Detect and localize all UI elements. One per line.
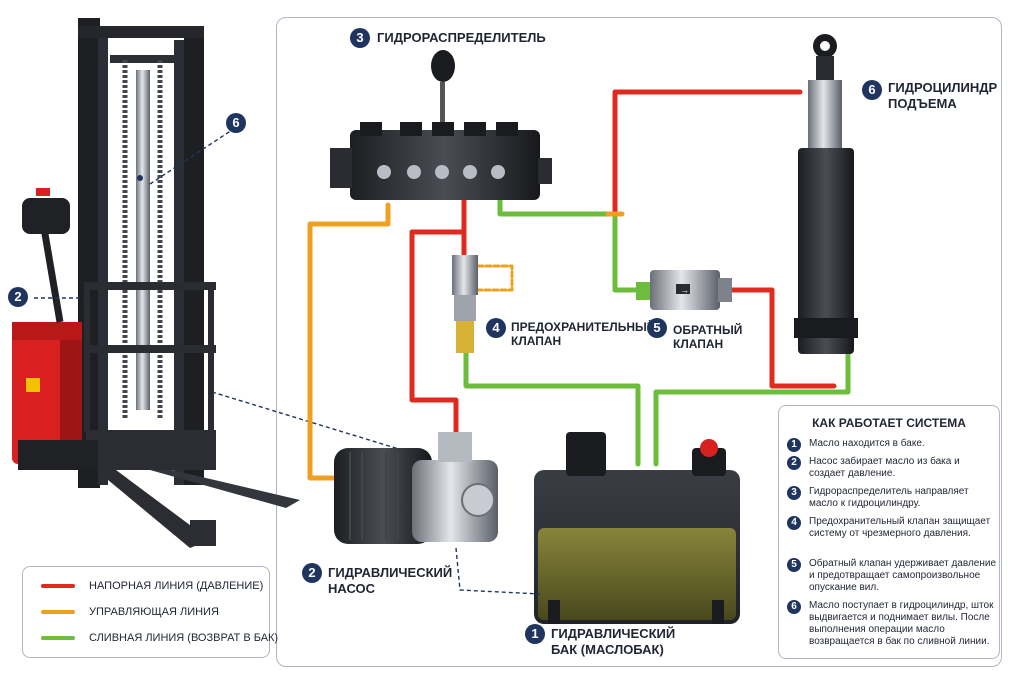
legend: НАПОРНАЯ ЛИНИЯ (ДАВЛЕНИЕ) УПРАВЛЯЮЩАЯ ЛИ… bbox=[22, 566, 278, 658]
callout-number-5: 5 bbox=[647, 318, 667, 338]
drain-line-relief bbox=[463, 349, 641, 467]
svg-text:→: → bbox=[680, 285, 689, 295]
how-it-works-title: КАК РАБОТАЕТ СИСТЕМА bbox=[812, 416, 966, 430]
callout-label-control-valve: ГИДРОРАСПРЕДЕЛИТЕЛЬ bbox=[377, 30, 546, 45]
drain-line-cylinder bbox=[653, 349, 851, 467]
lift-cylinder-illustration bbox=[794, 34, 858, 354]
pressure-line-pump bbox=[409, 192, 467, 441]
callout-label-relief-valve: ПРЕДОХРАНИТЕЛЬНЫЙ КЛАПАН bbox=[511, 320, 656, 348]
control-pilot-line bbox=[476, 264, 514, 292]
forklift-marker-2: 2 bbox=[8, 287, 28, 307]
callout-label-pump: ГИДРАВЛИЧЕСКИЙ НАСОС bbox=[328, 565, 453, 596]
legend-label-pressure: НАПОРНАЯ ЛИНИЯ (ДАВЛЕНИЕ) bbox=[89, 580, 264, 592]
pressure-line-cylinder bbox=[725, 287, 837, 389]
step-number: 3 bbox=[787, 486, 801, 500]
legend-item-drain: СЛИВНАЯ ЛИНИЯ (ВОЗВРАТ В БАК) bbox=[41, 631, 278, 645]
step-number: 5 bbox=[787, 558, 801, 572]
callout-number-6: 6 bbox=[862, 80, 882, 100]
callout-number-2: 2 bbox=[302, 563, 322, 583]
hydraulic-lines bbox=[307, 89, 851, 481]
step-text: Предохранительный клапан защищает систем… bbox=[809, 516, 991, 539]
legend-label-drain: СЛИВНАЯ ЛИНИЯ (ВОЗВРАТ В БАК) bbox=[89, 632, 279, 644]
step-text: Гидрораспределитель направляет масло к г… bbox=[809, 486, 969, 509]
callout-number-3: 3 bbox=[350, 28, 370, 48]
legend-swatch-pressure bbox=[41, 584, 75, 588]
legend-swatch-drain bbox=[41, 636, 75, 640]
legend-item-pressure: НАПОРНАЯ ЛИНИЯ (ДАВЛЕНИЕ) bbox=[41, 579, 263, 593]
callout-label-check-valve: ОБРАТНЫЙ КЛАПАН bbox=[673, 323, 743, 351]
step-number: 1 bbox=[787, 438, 801, 452]
forklift-marker-6: 6 bbox=[226, 113, 246, 133]
step-number: 6 bbox=[787, 600, 801, 614]
step-text: Обратный клапан удерживает давление и пр… bbox=[809, 558, 997, 593]
tank-illustration bbox=[534, 432, 740, 624]
step-number: 4 bbox=[787, 516, 801, 530]
relief-valve-illustration bbox=[452, 255, 478, 353]
pressure-line-top bbox=[612, 89, 803, 218]
legend-label-control: УПРАВЛЯЮЩАЯ ЛИНИЯ bbox=[89, 606, 219, 618]
check-valve-illustration: → bbox=[636, 270, 732, 310]
forklift-illustration bbox=[12, 18, 403, 548]
control-line bbox=[307, 202, 391, 481]
step-text: Насос забирает масло из бака и создает д… bbox=[809, 456, 960, 479]
step-text: Масло находится в баке. bbox=[809, 438, 925, 449]
callout-label-lift-cylinder: ГИДРОЦИЛИНДР ПОДЪЕМА bbox=[888, 80, 998, 111]
legend-item-control: УПРАВЛЯЮЩАЯ ЛИНИЯ bbox=[41, 605, 219, 619]
step-number: 2 bbox=[787, 456, 801, 470]
diagram-frame bbox=[276, 17, 1002, 667]
step-text: Масло поступает в гидроцилиндр, шток выд… bbox=[809, 600, 994, 647]
legend-swatch-control bbox=[41, 610, 75, 614]
control-valve-illustration bbox=[330, 50, 552, 200]
callout-label-tank: ГИДРАВЛИЧЕСКИЙ БАК (МАСЛОБАК) bbox=[551, 626, 676, 657]
how-it-works-panel: КАК РАБОТАЕТ СИСТЕМА 1 Масло находится в… bbox=[778, 405, 1000, 659]
callout-number-4: 4 bbox=[486, 318, 506, 338]
callout-number-1: 1 bbox=[525, 624, 545, 644]
pump-illustration bbox=[334, 432, 498, 544]
